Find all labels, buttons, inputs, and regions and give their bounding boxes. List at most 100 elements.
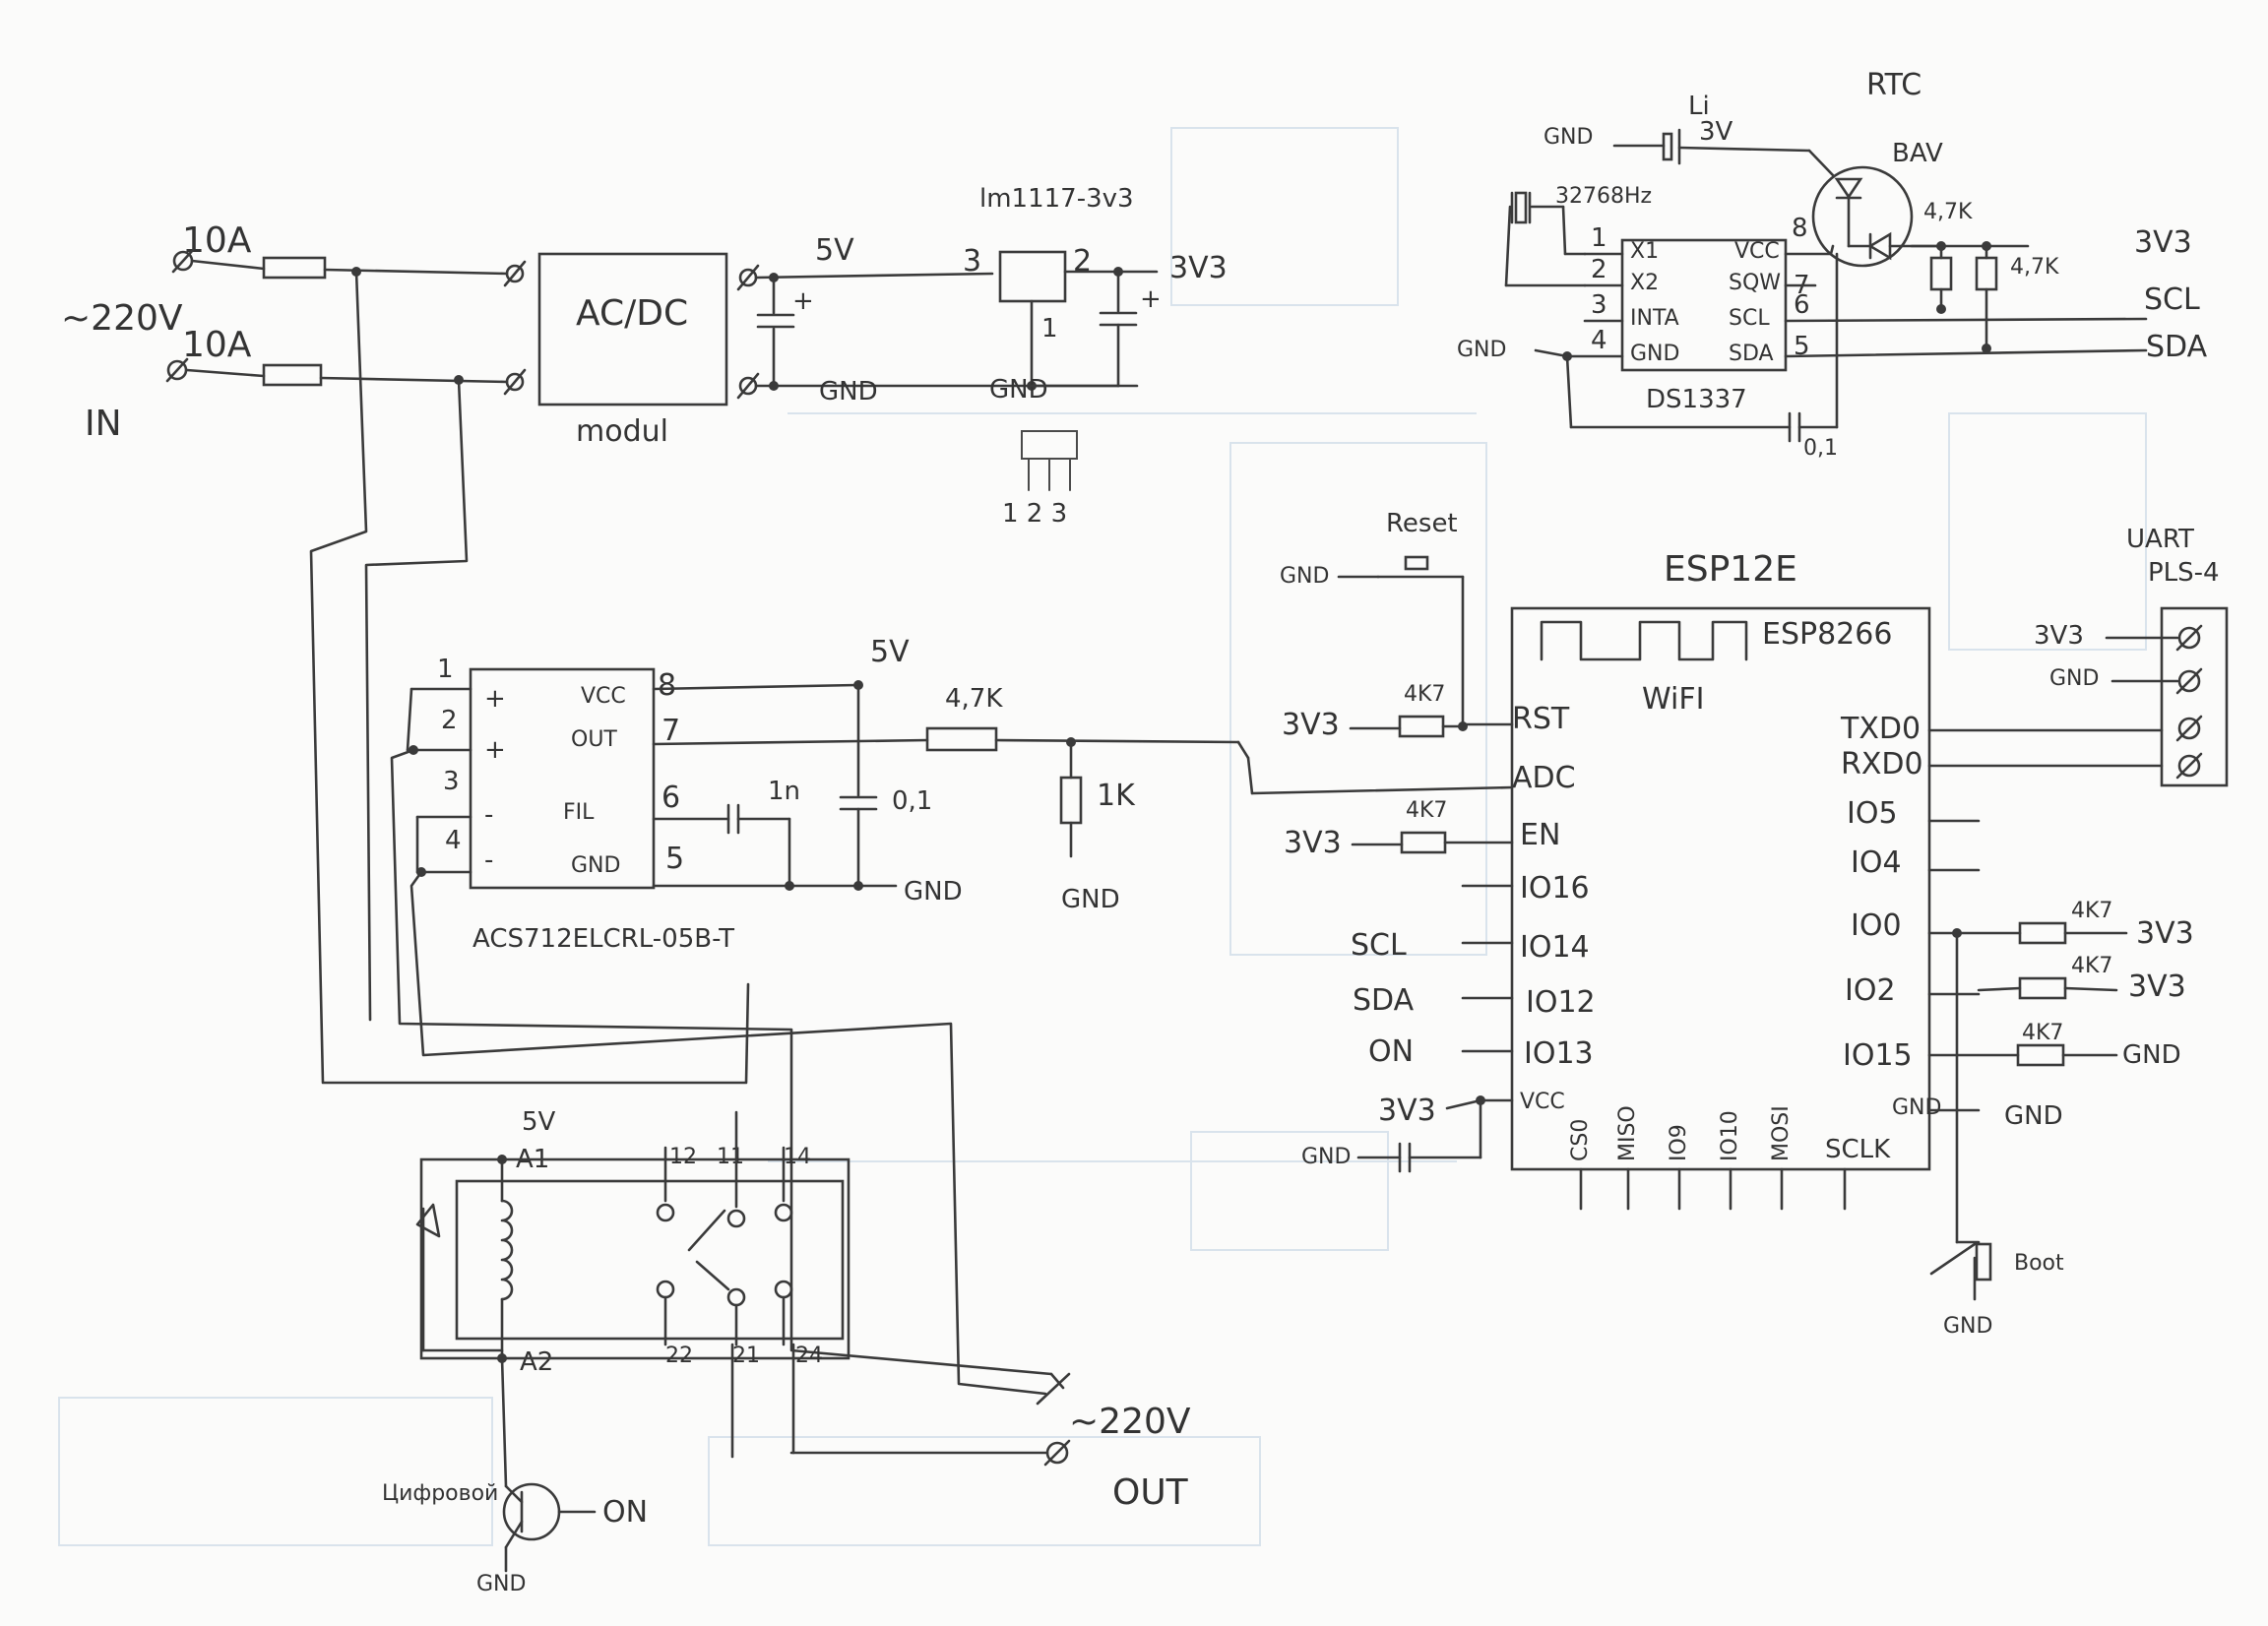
v3v3-ldo-label: 3V3 (1169, 251, 1228, 285)
r-acs2-label: 1K (1097, 779, 1136, 813)
in-label: IN (85, 404, 122, 444)
acs-plus1: + (484, 684, 506, 714)
ds-gnd: GND (1630, 342, 1679, 366)
relay-24: 24 (795, 1344, 823, 1368)
boot-label: Boot (2014, 1251, 2064, 1276)
modul-label: modul (576, 414, 668, 449)
acdc-module: AC/DC modul 5V + GND (537, 233, 1139, 449)
gnd-vcc-label: GND (1301, 1145, 1351, 1169)
transistor-label: Цифровой (382, 1481, 498, 1506)
esp-body (1510, 606, 1931, 1171)
ldo-pin1: 1 (1041, 314, 1058, 344)
bav-diode (1811, 165, 1914, 268)
on-bottom: ON (602, 1495, 648, 1530)
pls4-header (2160, 606, 2229, 787)
esp-en: EN (1520, 818, 1560, 852)
r-io2-label: 4K7 (2071, 954, 2112, 978)
acs-minus1: - (484, 800, 493, 830)
flyback-diode (415, 1203, 441, 1238)
ds-cap-label: 0,1 (1803, 436, 1838, 461)
ds-x1: X1 (1630, 239, 1659, 264)
rtc-sda: SDA (2146, 330, 2208, 364)
relay-11: 11 (717, 1145, 744, 1169)
gnd-bottom: GND (476, 1572, 526, 1596)
io15-gnd: GND (2122, 1040, 2181, 1070)
antenna-trace (1540, 620, 1748, 661)
esp-io14: IO14 (1520, 930, 1590, 965)
svg-text:+: + (792, 286, 814, 316)
v3v3-rst: 3V3 (1282, 708, 1340, 742)
line-wire-acs-out (410, 870, 1047, 1396)
reset-switch (1404, 555, 1429, 571)
io0-3v3: 3V3 (2136, 916, 2194, 951)
ds-sqw: SQW (1729, 271, 1781, 295)
on-left: ON (1368, 1034, 1414, 1069)
relay-21: 21 (732, 1344, 760, 1368)
en-resistor (1400, 831, 1447, 854)
acs-divider-r2 (1059, 776, 1083, 825)
acs-out: OUT (571, 727, 617, 752)
esp-gnd: GND (1892, 1095, 1941, 1120)
acs-p4: 4 (445, 826, 462, 855)
wifi-label: WiFI (1642, 682, 1704, 717)
gnd-rtc-left: GND (1457, 338, 1506, 362)
acs-vcc: VCC (581, 684, 626, 709)
esp-rst: RST (1512, 702, 1570, 736)
rtc-pullup-2 (1975, 256, 1998, 291)
reset-button: Reset GND (1280, 509, 1465, 726)
esp-miso: MISO (1615, 1105, 1640, 1161)
acs-p2: 2 (441, 706, 458, 735)
pls4-label: PLS-4 (2148, 558, 2220, 588)
esp-io16: IO16 (1520, 871, 1590, 906)
bav-label: BAV (1892, 139, 1943, 168)
ds-p5: 5 (1794, 332, 1810, 361)
li-label: Li (1688, 92, 1710, 121)
esp-vcc: VCC (1520, 1090, 1565, 1114)
acs-5v: 5V (870, 635, 910, 669)
acs-cap-01: 0,1 (892, 786, 932, 816)
boot-switch (1975, 1242, 1992, 1282)
v3v3-vcc: 3V3 (1378, 1094, 1436, 1128)
fuse-top-label: 10A (182, 220, 252, 261)
ds-scl: SCL (1729, 306, 1770, 331)
ds-vcc: VCC (1734, 239, 1780, 264)
acs-gnd: GND (571, 853, 620, 878)
uart-3v3: 3V3 (2034, 621, 2084, 651)
paper-show-through (58, 127, 2147, 1546)
gnd-a-label: GND (819, 377, 878, 406)
fuse-bottom-label: 10A (182, 325, 252, 365)
out-label: OUT (1112, 1472, 1189, 1513)
sda-left: SDA (1353, 983, 1415, 1018)
io0-resistor (2018, 921, 2067, 945)
ds-name: DS1337 (1646, 385, 1747, 414)
acs-divider-r1 (925, 726, 998, 752)
esp-chip-label: ESP8266 (1762, 617, 1892, 652)
ds-p3: 3 (1591, 290, 1607, 320)
acs-p8: 8 (658, 668, 676, 703)
ds-sda: SDA (1729, 342, 1774, 366)
ds-p2: 2 (1591, 255, 1607, 284)
r-io15-label: 4K7 (2022, 1021, 2063, 1045)
acs712-body (469, 667, 656, 890)
relay: 5V A1 A2 12 11 14 22 21 24 (382, 1107, 850, 1596)
relay-coil (500, 1199, 514, 1301)
ldo-package-sketch (1021, 430, 1078, 460)
ds-inta: INTA (1630, 306, 1679, 331)
acs-p7: 7 (662, 714, 680, 748)
esp-io4: IO4 (1851, 845, 1902, 880)
gnd-b-label: GND (989, 375, 1048, 405)
line-wire-n (364, 378, 469, 1022)
acs-p3: 3 (443, 767, 460, 796)
r-rtc2-label: 4,7K (2010, 255, 2059, 280)
crystal (1514, 191, 1528, 224)
acdc-box-label: AC/DC (576, 293, 688, 334)
li-3v-label: 3V (1699, 117, 1733, 147)
acs-p1: 1 (437, 655, 454, 684)
gnd-boot-label: GND (1943, 1314, 1992, 1339)
ldo-name: lm1117-3v3 (979, 184, 1134, 214)
relay-a2: A2 (520, 1347, 553, 1377)
svg-text:+: + (1140, 284, 1162, 314)
uart-label: UART (2126, 525, 2194, 554)
esp-txd0: TXD0 (1840, 712, 1921, 746)
